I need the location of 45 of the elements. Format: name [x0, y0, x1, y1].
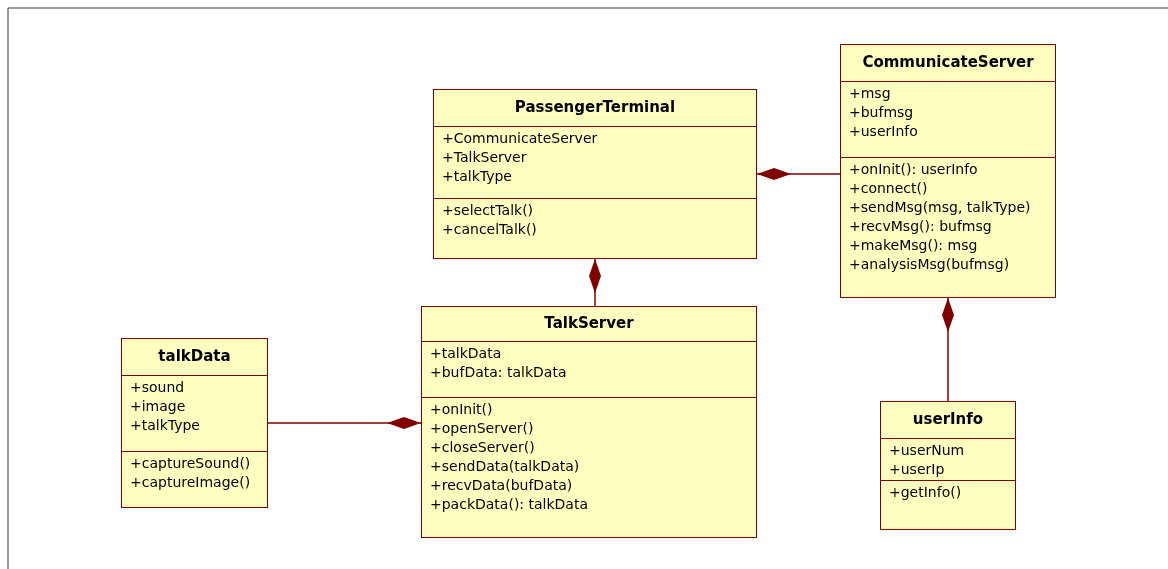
member-text: +sendMsg(msg, talkType)	[849, 198, 1031, 217]
class-name: TalkServer	[544, 313, 634, 334]
member-text: +onInit()	[430, 400, 493, 419]
member-text: +closeServer()	[430, 438, 535, 457]
member-text: +packData(): talkData	[430, 495, 588, 514]
member-text: +userIp	[889, 460, 945, 479]
class-name: userInfo	[912, 409, 984, 430]
member-text: +connect()	[849, 179, 928, 198]
member-text: +captureSound()	[130, 454, 251, 473]
member-text: +analysisMsg(bufmsg)	[849, 255, 1010, 274]
class-box	[840, 44, 1056, 298]
class-box	[121, 338, 268, 508]
member-text: +CommunicateServer	[442, 129, 598, 148]
member-text: +captureImage()	[130, 473, 251, 492]
member-text: +makeMsg(): msg	[849, 236, 978, 255]
member-text: +recvData(bufData)	[430, 476, 573, 495]
member-text: +bufData: talkData	[430, 363, 567, 382]
member-text: +bufmsg	[849, 103, 914, 122]
attribute-compartment	[881, 438, 1015, 480]
member-text: +onInit(): userInfo	[849, 160, 978, 179]
class-name: CommunicateServer	[862, 52, 1034, 73]
member-text: +sound	[130, 378, 185, 397]
composition-connector	[756, 168, 841, 180]
member-text: +cancelTalk()	[442, 220, 537, 239]
class-box	[880, 401, 1016, 530]
member-text: +talkType	[442, 167, 512, 186]
composition-connector	[267, 417, 422, 429]
member-text: +selectTalk()	[442, 201, 534, 220]
member-text: +msg	[849, 84, 891, 103]
class-box	[433, 89, 757, 259]
class-name: talkData	[158, 346, 231, 367]
member-text: +getInfo()	[889, 483, 962, 502]
composition-connector	[589, 258, 601, 307]
member-text: +openServer()	[430, 419, 534, 438]
composition-connector	[942, 297, 954, 402]
member-text: +talkType	[130, 416, 200, 435]
member-text: +TalkServer	[442, 148, 527, 167]
member-text: +userInfo	[849, 122, 918, 141]
class-box	[421, 306, 757, 538]
member-text: +recvMsg(): bufmsg	[849, 217, 992, 236]
member-text: +image	[130, 397, 186, 416]
member-text: +talkData	[430, 344, 502, 363]
member-text: +sendData(talkData)	[430, 457, 580, 476]
member-text: +userNum	[889, 441, 965, 460]
class-name: PassengerTerminal	[514, 97, 676, 118]
